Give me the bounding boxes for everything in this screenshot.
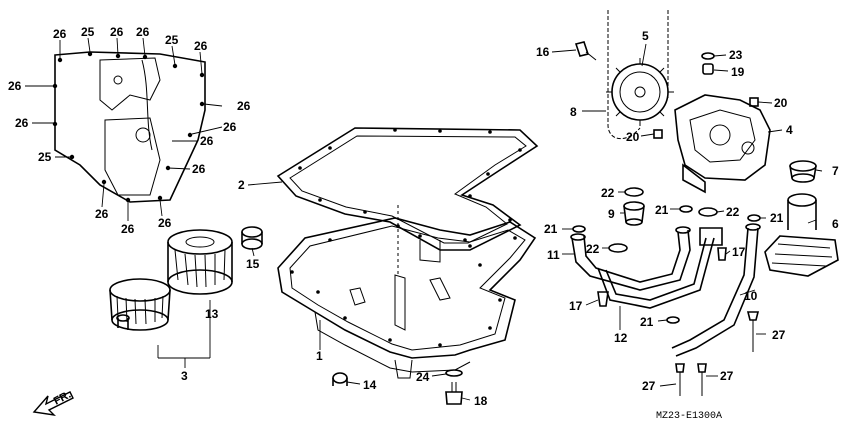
callout-9: 9 <box>608 207 615 221</box>
callout-26: 26 <box>121 222 135 236</box>
filter-cartridge <box>109 278 171 331</box>
leader-lines <box>25 37 823 401</box>
callout-11: 11 <box>547 248 560 262</box>
oil-pan-gasket <box>276 127 539 251</box>
callout-16: 16 <box>536 45 550 59</box>
callout-22: 22 <box>726 205 740 219</box>
callout-17: 17 <box>732 245 746 259</box>
bolt-17b <box>717 247 727 261</box>
oil-seal-7 <box>789 160 817 183</box>
drain-bolt-18 <box>445 382 463 405</box>
callout-26: 26 <box>15 116 29 130</box>
callout-21: 21 <box>640 315 654 329</box>
callout-26: 26 <box>53 27 67 41</box>
callout-21: 21 <box>655 203 669 217</box>
callout-7: 7 <box>832 164 839 178</box>
callout-20: 20 <box>626 130 640 144</box>
o-ring-22b <box>698 207 718 217</box>
dowel-20b <box>653 129 663 139</box>
callout-22: 22 <box>586 242 600 256</box>
bolt-16 <box>574 41 597 61</box>
oil-pipe-11 <box>570 226 691 291</box>
callout-25: 25 <box>38 150 52 164</box>
callout-24: 24 <box>416 370 430 384</box>
front-direction-arrow-icon <box>32 391 74 417</box>
o-ring-22c <box>608 243 628 253</box>
callout-3: 3 <box>181 369 188 383</box>
o-ring-21d <box>666 316 680 324</box>
oil-pipe-10 <box>671 223 761 357</box>
o-ring-22a <box>624 187 644 197</box>
callout-25: 25 <box>81 25 95 39</box>
callout-8: 8 <box>570 105 577 119</box>
callout-10: 10 <box>744 289 758 303</box>
callout-26: 26 <box>194 39 208 53</box>
crankcase-cover-outline <box>52 51 206 203</box>
callout-21: 21 <box>544 222 558 236</box>
diagram-code: MZ23-E1300A <box>656 411 722 422</box>
callout-27: 27 <box>772 328 786 342</box>
callout-26: 26 <box>237 99 251 113</box>
bolt-15 <box>241 226 263 250</box>
bolt-27a <box>746 311 760 352</box>
callout-1: 1 <box>316 349 323 363</box>
oil-pump-sprocket <box>606 58 674 126</box>
washer-23 <box>701 52 715 60</box>
callout-23: 23 <box>729 48 743 62</box>
callout-17: 17 <box>569 299 583 313</box>
oil-pump <box>674 94 771 194</box>
callout-19: 19 <box>731 65 745 79</box>
callout-26: 26 <box>192 162 206 176</box>
callout-18: 18 <box>474 394 488 408</box>
oil-filter <box>167 229 233 295</box>
bolt-27c <box>697 363 707 396</box>
callout-20: 20 <box>774 96 788 110</box>
callout-4: 4 <box>786 123 793 137</box>
callout-12: 12 <box>614 331 628 345</box>
callout-13: 13 <box>205 307 219 321</box>
callout-22: 22 <box>601 186 615 200</box>
callout-26: 26 <box>158 216 172 230</box>
washer-24 <box>445 369 463 377</box>
plug-14 <box>332 372 348 386</box>
callout-21: 21 <box>770 211 784 225</box>
drive-chain <box>607 10 669 139</box>
oil-pipe-12 <box>597 227 723 309</box>
callout-26: 26 <box>110 25 124 39</box>
callout-25: 25 <box>165 33 179 47</box>
o-ring-21b <box>679 205 693 213</box>
callout-15: 15 <box>246 257 260 271</box>
callout-2: 2 <box>238 178 245 192</box>
bolt-27b <box>675 363 685 396</box>
callout-26: 26 <box>136 25 150 39</box>
callout-14: 14 <box>363 378 377 392</box>
oil-pass-seal-9 <box>623 201 645 226</box>
callout-5: 5 <box>642 29 649 43</box>
oil-strainer <box>764 193 839 277</box>
callout-27: 27 <box>720 369 734 383</box>
callout-26: 26 <box>95 207 109 221</box>
callout-labels: 26 25 26 26 25 26 26 26 26 26 26 25 26 2… <box>8 25 839 422</box>
callout-26: 26 <box>200 134 214 148</box>
callout-27: 27 <box>642 379 656 393</box>
o-ring-21a <box>572 225 586 233</box>
callout-6: 6 <box>832 217 839 231</box>
callout-26: 26 <box>8 79 22 93</box>
collar-19 <box>702 63 714 75</box>
bolt-17a <box>597 291 609 307</box>
callout-26: 26 <box>223 120 237 134</box>
o-ring-21c <box>747 214 761 222</box>
